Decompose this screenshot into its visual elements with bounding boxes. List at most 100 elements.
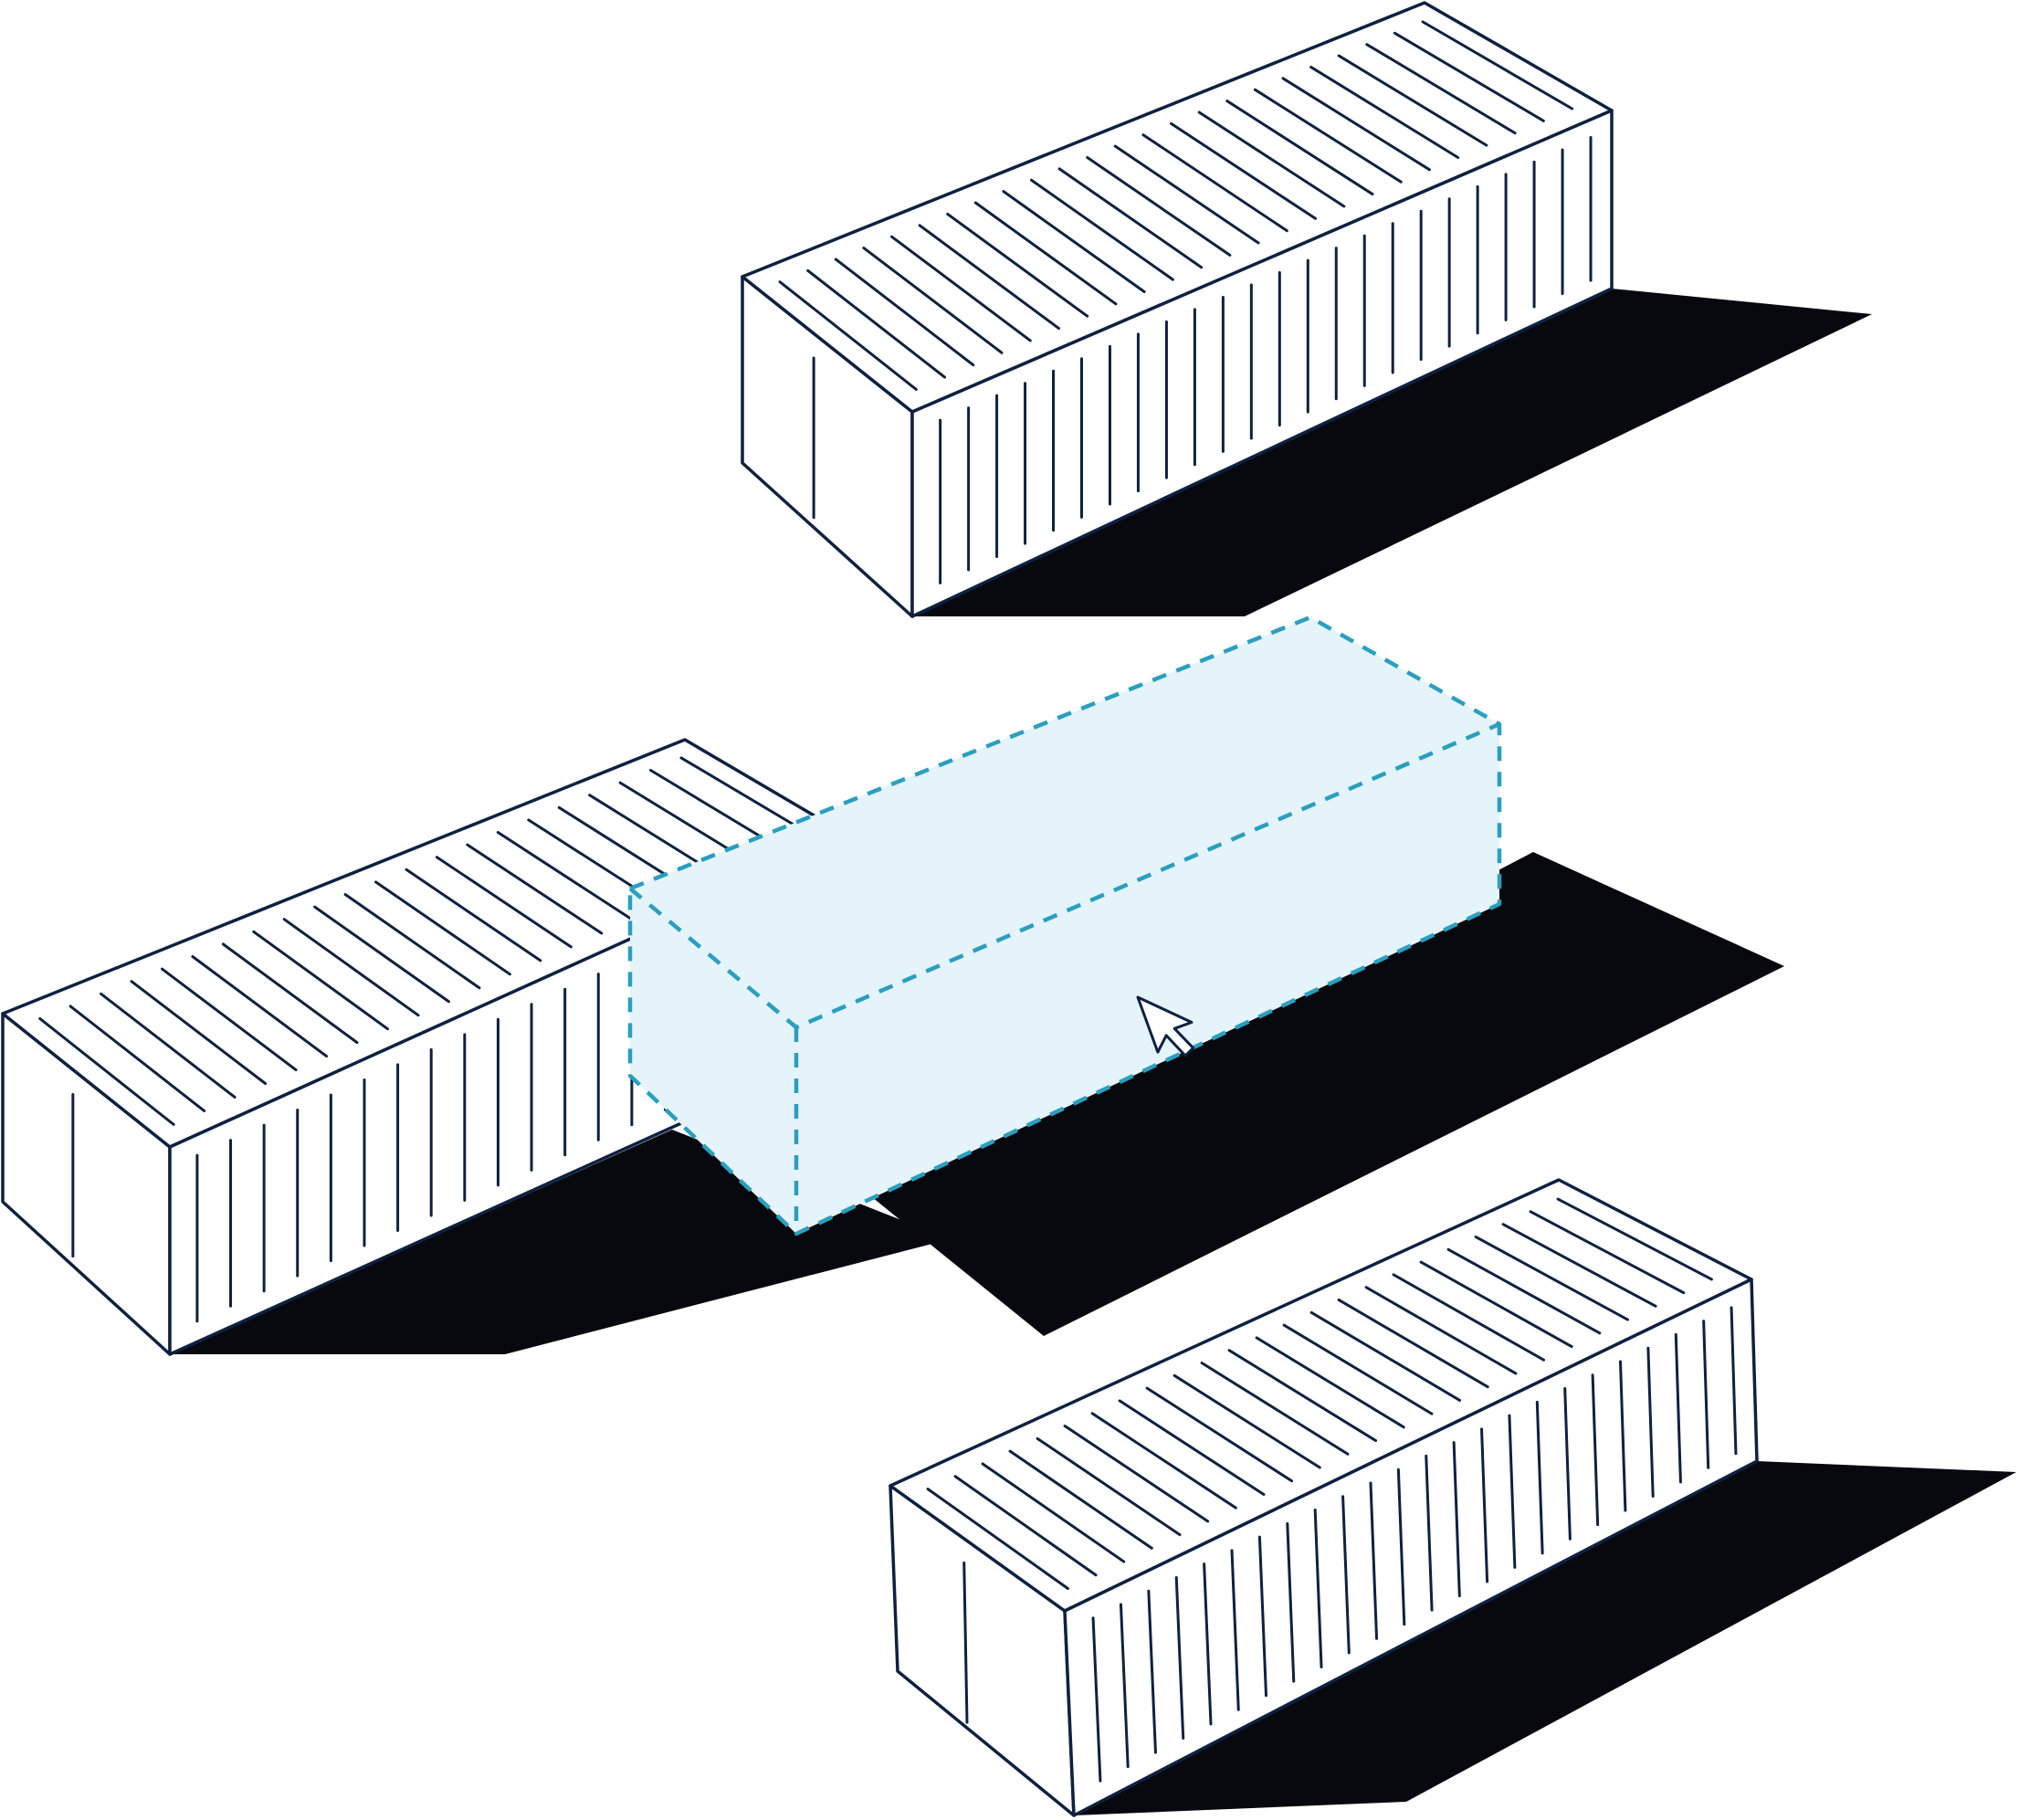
container-rib (313, 905, 450, 1004)
container-rib (1341, 1495, 1351, 1655)
container-rib (1674, 1332, 1682, 1484)
placement-placeholder[interactable] (627, 615, 1502, 1236)
container-rib (973, 201, 1118, 306)
container-rib (1535, 1400, 1544, 1555)
container-rib (1646, 1346, 1655, 1498)
container-rib (1091, 1616, 1102, 1783)
container-rib (100, 992, 237, 1099)
container-rib (1730, 1306, 1738, 1456)
container-rib (1474, 1235, 1629, 1321)
container-rib (1030, 178, 1174, 281)
container-rib (221, 942, 359, 1045)
container-rib (1702, 1320, 1710, 1469)
container-rib (1446, 1247, 1602, 1335)
container-rib (1309, 65, 1460, 159)
container-rib (1036, 1436, 1182, 1537)
container-rib (1145, 1386, 1294, 1483)
container-rib (1113, 144, 1260, 245)
container-rib (1452, 1441, 1461, 1598)
container-rib (1508, 1414, 1517, 1569)
container-rib (1529, 1210, 1686, 1295)
container-top[interactable] (741, 1, 1872, 618)
container-rib (889, 235, 1032, 342)
container-rib (1282, 1323, 1434, 1415)
container-rib (1563, 1387, 1572, 1541)
container-rib (191, 954, 329, 1058)
container-rib (1257, 1535, 1268, 1698)
container-rib (1203, 1562, 1213, 1726)
container-rib (1200, 1362, 1350, 1456)
container-corrugation (778, 20, 1593, 584)
container-rib (1119, 1603, 1130, 1769)
container-rib (343, 892, 481, 990)
container-rib (1057, 167, 1204, 269)
container-rib (1313, 1509, 1323, 1668)
container-rib (1002, 190, 1146, 293)
container-rib (1309, 1310, 1462, 1402)
container-rib (1369, 1481, 1379, 1640)
container-rib (374, 880, 511, 976)
container-rib (1253, 88, 1403, 184)
container-rib (946, 212, 1089, 318)
placeholder-volume (630, 617, 1499, 1234)
container-rib (1365, 43, 1517, 135)
container-rib (1147, 1589, 1157, 1754)
container-rib (1170, 121, 1318, 220)
container-rib (1174, 1575, 1185, 1740)
container-rib (953, 1475, 1098, 1577)
placeholder-outline (627, 615, 1502, 1236)
arrow-pointer-icon (1136, 995, 1195, 1057)
container-rib (1480, 1427, 1489, 1583)
container-rib (1225, 100, 1374, 196)
container-rib (1364, 1286, 1518, 1375)
container-rib (1425, 1454, 1434, 1612)
container-shadow (1074, 1461, 2016, 1815)
container-rib (1618, 1360, 1627, 1512)
container-rib (1230, 1549, 1240, 1711)
container-rib (981, 1462, 1126, 1563)
container-rib (466, 843, 604, 935)
container-rib (1393, 31, 1545, 122)
container-rib (1591, 1373, 1600, 1527)
container-corrugation (926, 1197, 1738, 1783)
container-rib (1556, 1197, 1713, 1281)
container-rib (1008, 1449, 1153, 1550)
container-side-face (910, 109, 1614, 618)
container-rib (1337, 54, 1488, 147)
container-rib (1118, 1399, 1266, 1496)
container-rib (1172, 1373, 1321, 1469)
container-rib (1141, 133, 1288, 233)
container-rib (435, 856, 573, 949)
container-rib (405, 868, 542, 963)
container-shadow (912, 289, 1872, 616)
container-rib (1197, 110, 1346, 208)
container-rib (926, 1488, 1069, 1590)
container-rib (1396, 1468, 1406, 1626)
container-rib (1337, 1298, 1489, 1389)
container-rib (1090, 1412, 1237, 1510)
container-rib (1421, 20, 1574, 110)
container-rib (252, 930, 389, 1031)
container-rib (1281, 77, 1431, 172)
container-rib (806, 268, 947, 379)
container-rib (1063, 1425, 1210, 1523)
container-rib (918, 224, 1060, 331)
container-rib (834, 258, 975, 367)
container-rib (38, 1016, 175, 1126)
container-rib (1255, 1336, 1405, 1429)
container-rib (496, 831, 634, 921)
placeholder-shadow (872, 852, 1784, 1336)
container-rib (1501, 1223, 1657, 1308)
container-bottom[interactable] (889, 1178, 2016, 1817)
container-rib (778, 280, 918, 391)
container-rib (1286, 1521, 1296, 1683)
container-rib (962, 1561, 969, 1724)
container-rib (1227, 1349, 1378, 1443)
container-rib (68, 1005, 206, 1112)
container-rib (1419, 1260, 1573, 1349)
container-rib (160, 967, 298, 1072)
container-rib (282, 918, 420, 1017)
container-rib (862, 247, 1004, 354)
container-rib (130, 980, 268, 1085)
